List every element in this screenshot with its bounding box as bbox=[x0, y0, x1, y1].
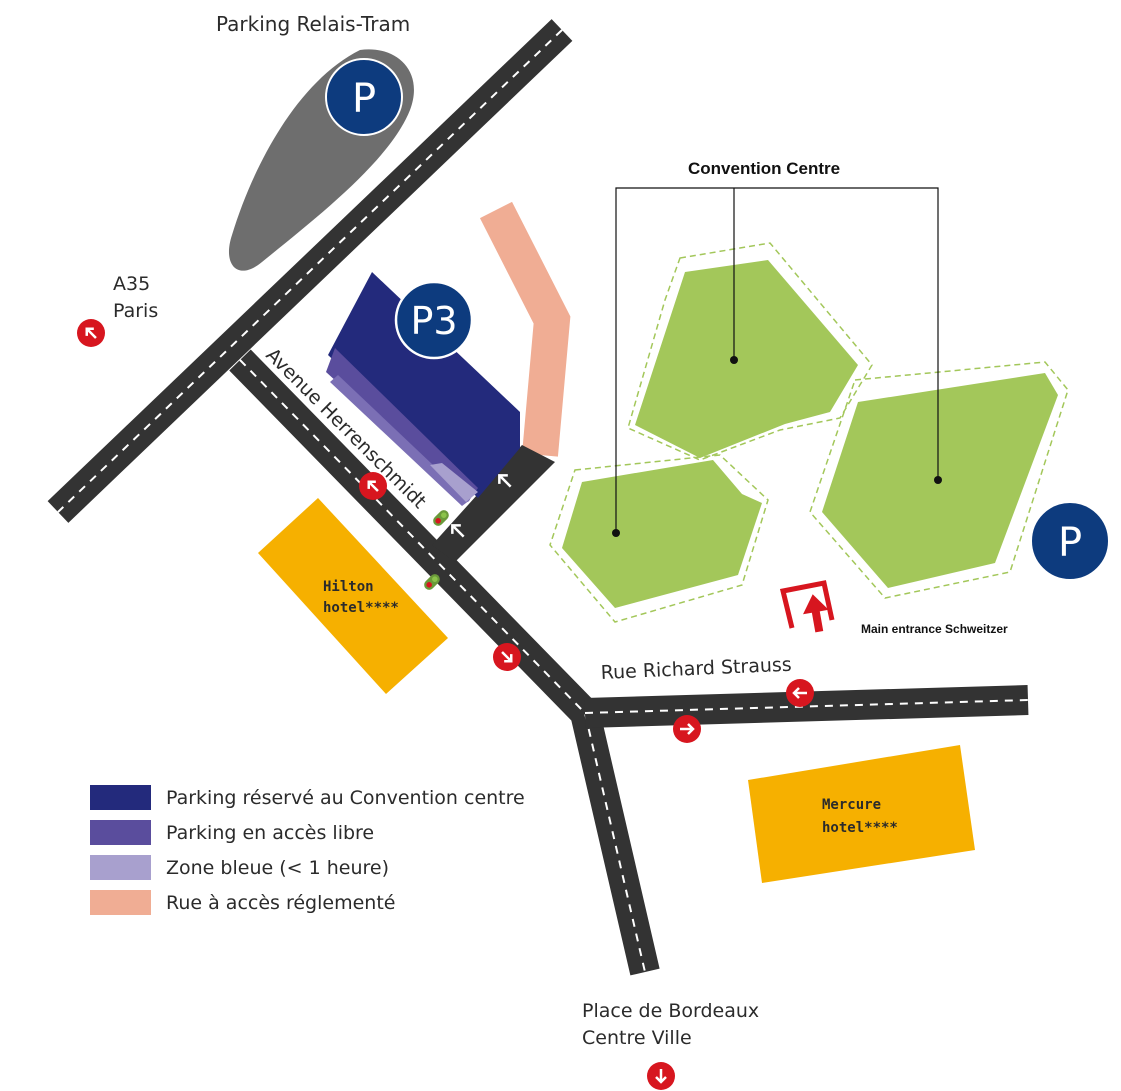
main-entrance-icon bbox=[779, 580, 835, 633]
rue-richard-strauss-label: Rue Richard Strauss bbox=[600, 654, 792, 684]
legend-label: Rue à accès réglementé bbox=[166, 891, 396, 914]
mercure-label-line2: hotel**** bbox=[822, 820, 898, 836]
convention-centre-label: Convention Centre bbox=[688, 159, 840, 178]
legend-label: Parking en accès libre bbox=[166, 821, 375, 844]
parking-relais-tram-label: Parking Relais-Tram bbox=[216, 12, 410, 36]
parking-relais-badge-text: P bbox=[352, 76, 376, 122]
traffic-light-icon bbox=[433, 510, 449, 526]
parking-free-access-strip bbox=[330, 375, 470, 506]
mercure-label-line1: Mercure bbox=[822, 797, 881, 813]
map-legend: Parking réservé au Convention centre Par… bbox=[90, 785, 560, 925]
place-de-bordeaux-label: Place de Bordeaux bbox=[582, 1000, 759, 1022]
direction-arrow-icon bbox=[647, 1062, 675, 1090]
callout-dot-north bbox=[730, 356, 738, 364]
direction-arrow-icon bbox=[359, 472, 387, 500]
legend-swatch-reserved bbox=[90, 785, 151, 810]
rue-richard-strauss-road bbox=[584, 685, 1029, 728]
legend-item: Zone bleue (< 1 heure) bbox=[90, 855, 560, 880]
convention-parking-badge-text: P bbox=[1058, 520, 1082, 566]
direction-arrow-icon bbox=[786, 679, 814, 707]
convention-parking-badge: P bbox=[1030, 501, 1110, 581]
legend-item: Parking réservé au Convention centre bbox=[90, 785, 560, 810]
legend-swatch-regulated-street bbox=[90, 890, 151, 915]
convention-centre-buildings bbox=[549, 242, 1069, 623]
one-way-arrow-icon bbox=[498, 474, 512, 488]
p3-badge-text: P3 bbox=[410, 299, 457, 343]
legend-swatch-blue-zone bbox=[90, 855, 151, 880]
hilton-hotel bbox=[258, 498, 448, 694]
legend-label: Zone bleue (< 1 heure) bbox=[166, 856, 389, 879]
callout-dot-east bbox=[934, 476, 942, 484]
centre-ville-label: Centre Ville bbox=[582, 1027, 692, 1049]
direction-arrow-icon bbox=[673, 715, 701, 743]
parking-reserved-area bbox=[328, 272, 520, 498]
a35-road bbox=[47, 19, 573, 523]
convention-callout-lines bbox=[615, 187, 939, 533]
direction-arrow-icon bbox=[493, 643, 521, 671]
blue-zone-area bbox=[430, 463, 478, 502]
legend-label: Parking réservé au Convention centre bbox=[166, 786, 525, 809]
legend-item: Parking en accès libre bbox=[90, 820, 560, 845]
traffic-light-icon bbox=[424, 574, 440, 590]
callout-dot-west bbox=[612, 529, 620, 537]
main-entrance-label: Main entrance Schweitzer bbox=[861, 622, 1008, 636]
p3-badge: P3 bbox=[394, 280, 474, 360]
hilton-label-line1: Hilton bbox=[323, 579, 374, 595]
parking-relais-badge: P bbox=[325, 58, 403, 136]
mercure-hotel bbox=[748, 745, 975, 883]
legend-item: Rue à accès réglementé bbox=[90, 890, 560, 915]
direction-arrow-icon bbox=[77, 319, 105, 347]
convention-building-north bbox=[635, 260, 858, 458]
legend-swatch-free-access bbox=[90, 820, 151, 845]
a35-label: A35 bbox=[113, 273, 150, 295]
hilton-label-line2: hotel**** bbox=[323, 600, 399, 616]
regulated-access-street bbox=[479, 201, 571, 457]
p3-access-road bbox=[432, 445, 555, 562]
paris-label: Paris bbox=[113, 300, 158, 322]
convention-building-west bbox=[562, 460, 762, 608]
one-way-arrow-icon bbox=[451, 524, 465, 538]
